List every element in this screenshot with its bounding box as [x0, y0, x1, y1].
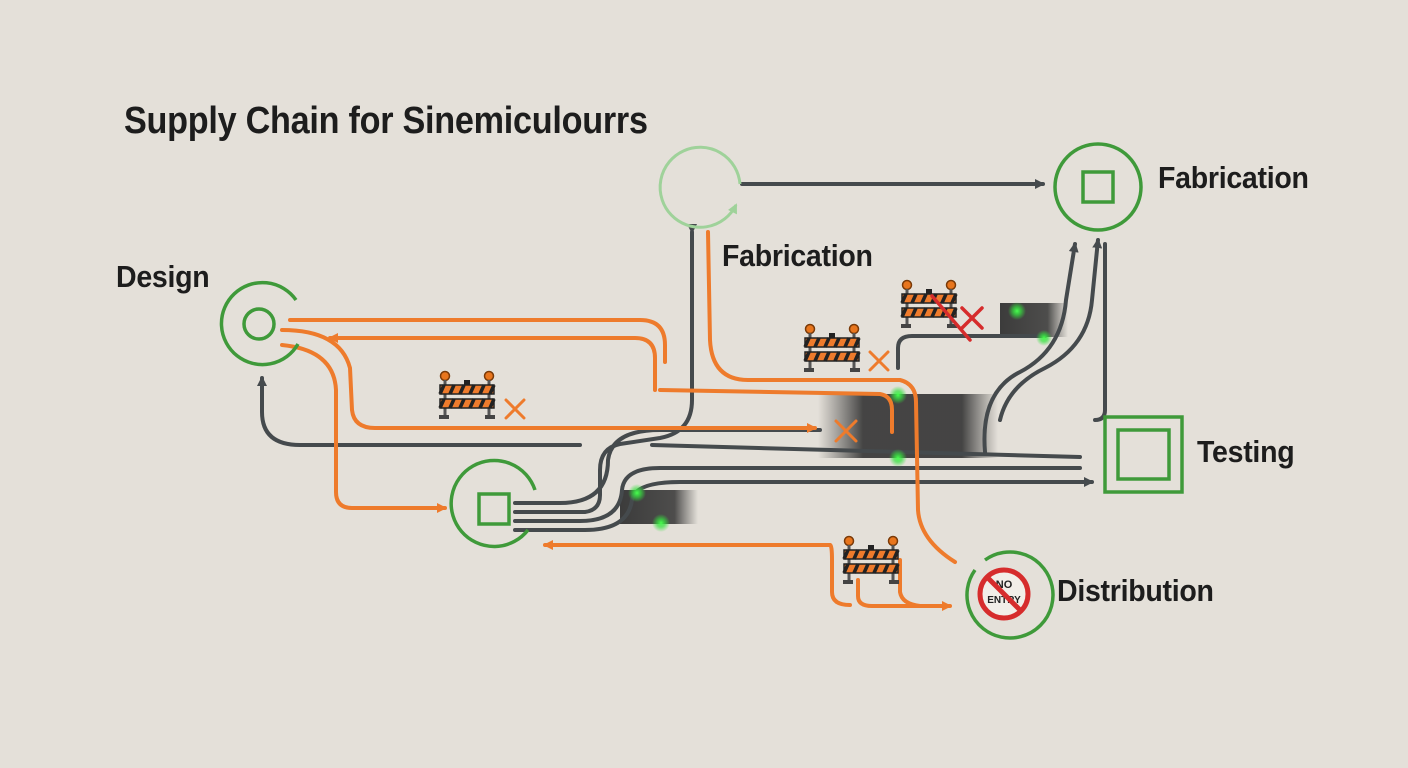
- node-fabrication-right[interactable]: [1053, 142, 1143, 232]
- road-barrier-icon: [437, 369, 497, 421]
- flow-design-out-1: [288, 318, 667, 364]
- node-testing[interactable]: [1103, 415, 1184, 494]
- road-barrier-icon: [841, 534, 901, 586]
- road-barrier-icon: [802, 322, 862, 374]
- fabrication-top-label: Fabrication: [1158, 160, 1309, 195]
- bottleneck-smudges: [620, 303, 1068, 524]
- flow-design-to-fab-node: [280, 343, 447, 513]
- blocked-x-icon: [868, 350, 890, 372]
- flow-to-fabrication-2: [998, 238, 1103, 422]
- fabrication-mid-label: Fabrication: [722, 238, 873, 273]
- no-entry-text-line2: ENTRY: [987, 595, 1021, 606]
- design-label: Design: [116, 259, 210, 294]
- testing-label: Testing: [1197, 434, 1295, 469]
- node-fabrication-lower[interactable]: [449, 458, 537, 549]
- flow-to-fabrication-1: [982, 242, 1079, 454]
- blocked-x-icon: [834, 419, 858, 443]
- flow-design-to-smudge: [280, 328, 817, 433]
- node-fabrication-top[interactable]: [658, 145, 742, 229]
- node-design[interactable]: [219, 280, 300, 367]
- flow-vertical-fab: [513, 224, 697, 514]
- blocked-x-icon: [930, 294, 984, 342]
- flow-to-distribution: [856, 578, 952, 611]
- flow-back-to-design: [257, 376, 582, 447]
- distribution-label: Distribution: [1057, 573, 1214, 608]
- flow-return-to-design: [328, 333, 657, 392]
- page-title: Supply Chain for Sinemiculourrs: [124, 100, 648, 142]
- gray-flow-lines: [257, 179, 1107, 532]
- no-entry-icon: NO ENTRY: [977, 567, 1031, 621]
- orange-flow-lines: [280, 230, 957, 611]
- road-barrier-icon: [899, 278, 959, 330]
- blocked-x-icon: [504, 398, 526, 420]
- node-distribution[interactable]: NO ENTRY: [965, 550, 1055, 640]
- status-lights: [628, 302, 1052, 532]
